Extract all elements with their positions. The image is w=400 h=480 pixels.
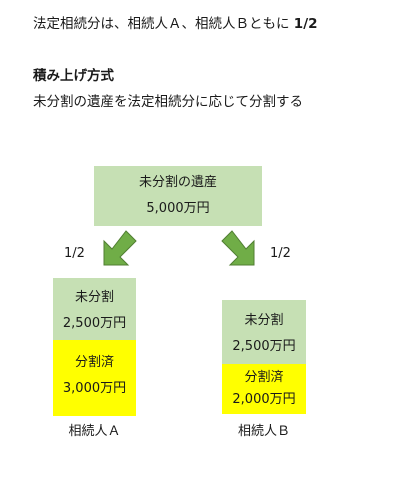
heir-a-divided-amount: 3,000万円 [62,380,127,396]
heir-a-divided-label: 分割済 [74,355,114,370]
heir-a-divided-box: 分割済 3,000万円 [53,340,136,416]
heir-a-undivided-label: 未分割 [74,290,114,305]
heir-b-undivided-box: 未分割 2,500万円 [222,300,306,364]
heir-a-undivided-amount: 2,500万円 [62,315,127,331]
estate-amount: 5,000万円 [146,200,210,216]
heir-b-divided-label: 分割済 [244,370,284,385]
estate-box: 未分割の遺産 5,000万円 [94,166,262,226]
heading-ratio: 1/2 [293,16,318,32]
heading-sentence: 法定相続分は、相続人Ａ、相続人Ｂともに [33,16,290,32]
arrow-left-icon [103,230,137,266]
heir-b-name: 相続人Ｂ [237,424,290,439]
heir-b-undivided-label: 未分割 [244,313,284,328]
estate-label: 未分割の遺産 [138,175,217,190]
heir-b-undivided-amount: 2,500万円 [232,338,296,354]
section-title: 積み上げ方式 [33,68,114,84]
ratio-right: 1/2 [270,246,291,261]
heading-text: 法定相続分は、相続人Ａ、相続人Ｂともに 1/2 [33,12,318,32]
heir-a-name: 相続人Ａ [68,424,121,439]
arrow-right-icon [221,230,255,266]
heir-b-divided-amount: 2,000万円 [232,391,296,407]
ratio-left: 1/2 [64,246,85,261]
heir-b-divided-box: 分割済 2,000万円 [222,364,306,414]
section-description: 未分割の遺産を法定相続分に応じて分割する [33,94,303,110]
heir-a-undivided-box: 未分割 2,500万円 [53,278,136,340]
